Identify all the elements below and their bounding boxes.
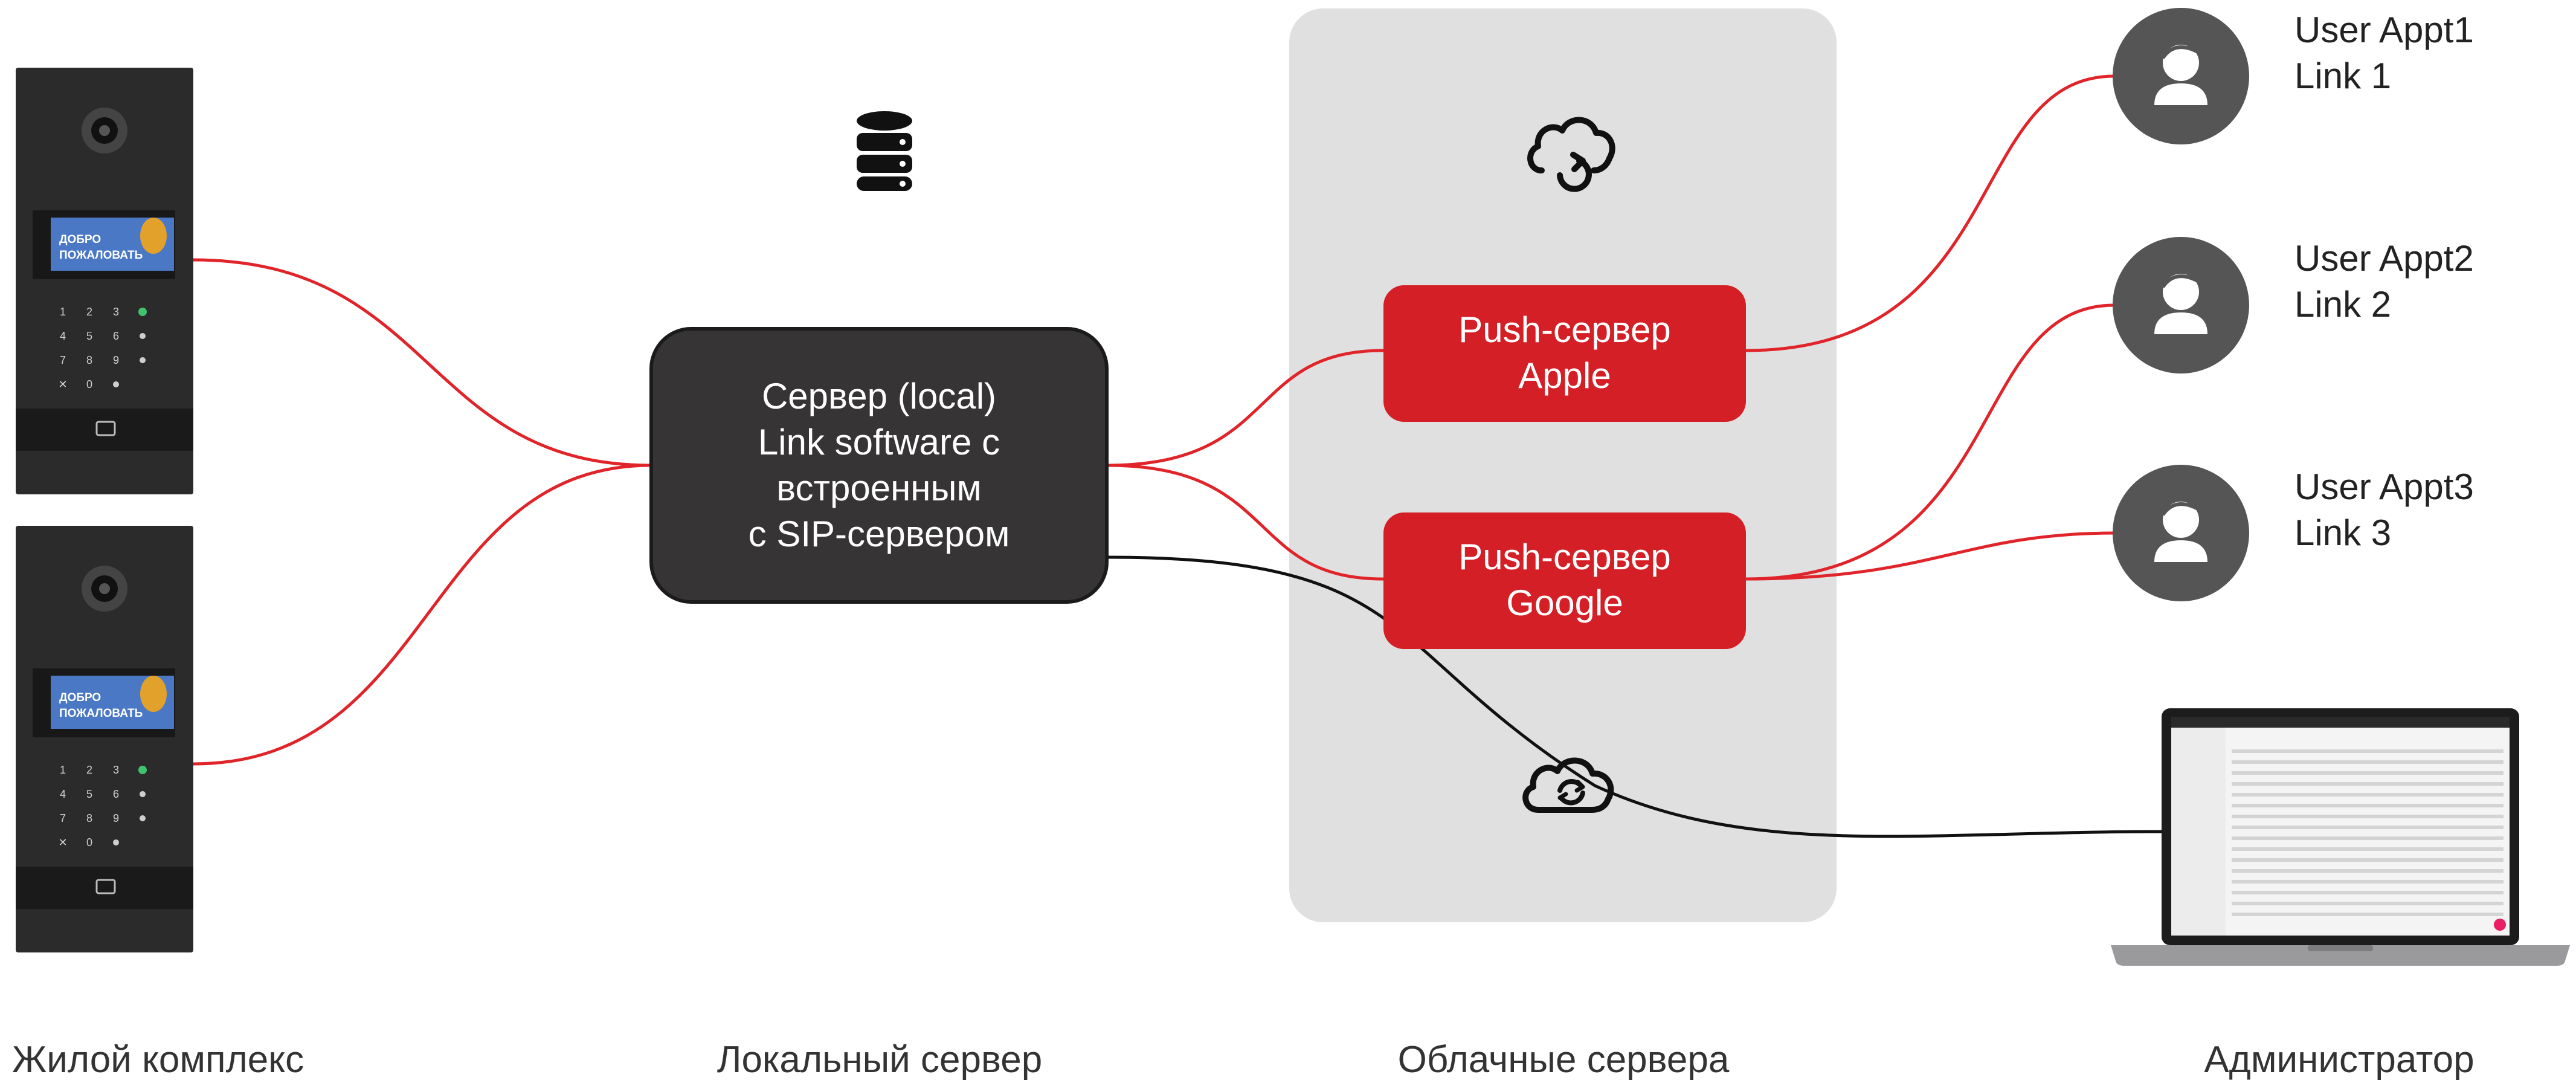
svg-text:7: 7 [60,812,66,824]
user-2: User Appt2 Link 2 [2113,237,2474,373]
svg-text:5: 5 [86,788,92,800]
svg-text:✕: ✕ [58,836,67,849]
intercom-1-screen-line-2: ПОЖАЛОВАТЬ [59,249,143,262]
intercom-2-screen-line-1: ДОБРО [59,691,101,704]
wire-intercom1-server [193,258,652,467]
svg-text:8: 8 [86,812,92,824]
user-3-name: User Appt3 [2294,467,2474,507]
svg-text:✕: ✕ [58,378,67,390]
server-line-3: встроенным [776,468,981,508]
server-line-1: Сервер (local) [762,376,996,416]
user-1-link: Link 1 [2294,56,2391,96]
intercom-1-keypad: 1 2 3 4 5 6 7 8 9 ✕ 0 [58,306,147,390]
cloud-refresh-icon [1527,117,1615,192]
apple-line-2: Apple [1518,355,1611,396]
svg-text:4: 4 [60,788,66,800]
intercom-1-screen-line-1: ДОБРО [59,233,101,246]
svg-text:0: 0 [86,836,92,849]
user-2-name: User Appt2 [2294,238,2474,279]
user-avatar-icon [2154,274,2207,334]
apple-line-1: Push-сервер [1458,309,1670,350]
wire-intercom2-server [193,464,652,766]
cloud-servers-panel [1289,8,1837,922]
svg-text:7: 7 [60,354,66,366]
column-label-residential: Жилой комплекс [12,1039,304,1081]
google-line-2: Google [1506,583,1623,623]
column-label-cloud-servers: Облачные сервера [1398,1039,1730,1081]
push-server-google-box: Push-сервер Google [1383,512,1746,649]
connection-wires [193,74,2162,838]
svg-text:6: 6 [113,330,119,342]
local-server-box: Сервер (local) Link software с встроенны… [649,327,1109,604]
user-avatar-icon [2154,502,2207,562]
svg-text:9: 9 [113,354,119,366]
svg-text:3: 3 [113,306,119,318]
laptop-screen-rows [2232,749,2504,916]
database-icon [857,111,912,191]
svg-text:5: 5 [86,330,92,342]
wire-apple-user1 [1745,74,2115,352]
svg-text:3: 3 [113,764,119,776]
intercom-2-screen-line-2: ПОЖАЛОВАТЬ [59,707,143,720]
column-label-local-server: Локальный сервер [717,1039,1042,1081]
svg-text:6: 6 [113,788,119,800]
wire-google-user3 [1745,531,2115,581]
svg-text:2: 2 [86,306,92,318]
column-label-administrator: Администратор [2204,1039,2474,1081]
intercom-panel-1: ДОБРО ПОЖАЛОВАТЬ 1 2 3 4 5 6 7 8 9 ✕ 0 [16,68,193,494]
server-line-2: Link software с [758,422,1000,462]
svg-text:1: 1 [60,764,66,776]
intercom-2-keypad: 1 2 3 4 5 6 7 8 9 ✕ 0 [58,764,147,849]
svg-text:1: 1 [60,306,66,318]
wire-google-user2 [1745,303,2115,581]
svg-text:0: 0 [86,378,92,390]
cloud-sync-icon [1522,757,1614,813]
user-3: User Appt3 Link 3 [2113,465,2474,601]
user-avatar-icon [2154,45,2207,105]
wire-server-admin [1106,555,2162,838]
google-line-1: Push-сервер [1458,537,1670,577]
svg-text:2: 2 [86,764,92,776]
server-line-4: с SIP-сервером [749,514,1010,554]
svg-text:4: 4 [60,330,66,342]
svg-text:9: 9 [113,812,119,824]
user-2-link: Link 2 [2294,284,2391,325]
wire-server-google [1106,464,1384,581]
user-1: User Appt1 Link 1 [2113,8,2474,144]
laptop-admin-icon [2111,708,2570,966]
user-1-name: User Appt1 [2294,10,2474,50]
intercom-panel-2: ДОБРО ПОЖАЛОВАТЬ 1 2 3 4 5 6 7 8 9 ✕ 0 [16,526,193,952]
wire-server-apple [1106,349,1384,467]
push-server-apple-box: Push-сервер Apple [1383,285,1746,422]
user-3-link: Link 3 [2294,512,2391,553]
svg-text:8: 8 [86,354,92,366]
